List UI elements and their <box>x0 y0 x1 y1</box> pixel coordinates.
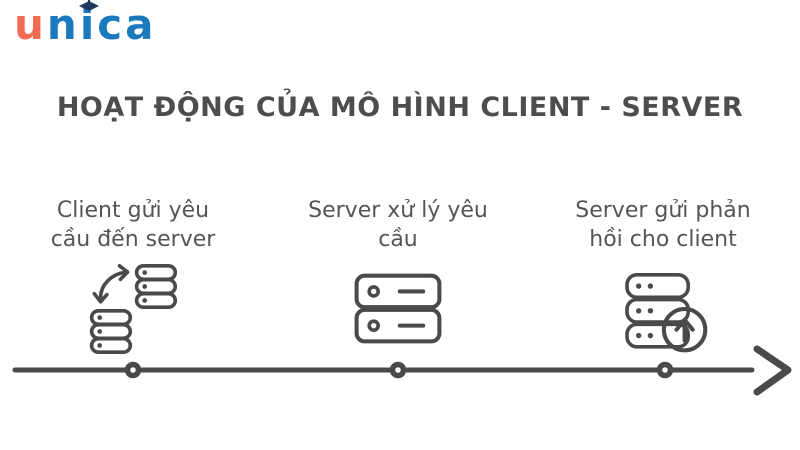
logo-letter-i-glyph: i <box>79 0 98 49</box>
unica-logo: u n i ca <box>14 0 157 49</box>
step-label: Server gửi phản hồi cho client <box>543 196 783 254</box>
graduation-cap-icon <box>78 0 99 11</box>
step-label: Server xử lý yêu cầu <box>278 196 518 254</box>
step-label: Client gửi yêu cầu đến server <box>13 196 253 254</box>
timeline-arrow <box>12 345 792 396</box>
server-upload-icon <box>625 273 708 353</box>
logo-letters-ca: ca <box>97 0 157 49</box>
step-label-line1: Server xử lý yêu <box>308 198 488 223</box>
logo-letter-i: i <box>78 0 99 49</box>
page-title: HOẠT ĐỘNG CỦA MÔ HÌNH CLIENT - SERVER <box>56 92 744 123</box>
server-rack-icon <box>354 273 442 344</box>
step-label-line2: cầu <box>378 227 418 252</box>
timeline-dot-1 <box>124 361 142 379</box>
step-server-processes-request: Server xử lý yêu cầu <box>278 196 518 358</box>
step-label-line2: cầu đến server <box>50 227 216 252</box>
timeline-dot-3 <box>656 361 674 379</box>
step-label-line2: hồi cho client <box>589 227 737 252</box>
logo-letter-u: u <box>14 0 47 49</box>
timeline-dot-2 <box>389 361 407 379</box>
step-label-line1: Client gửi yêu <box>56 198 210 223</box>
client-server-sync-icon <box>89 264 178 354</box>
timeline-arrowhead-icon <box>753 345 792 396</box>
step-client-sends-request: Client gửi yêu cầu đến server <box>13 196 253 358</box>
step-server-sends-response: Server gửi phản hồi cho client <box>543 196 783 358</box>
logo-letter-n: n <box>46 0 80 49</box>
step-label-line1: Server gửi phản <box>575 198 751 223</box>
